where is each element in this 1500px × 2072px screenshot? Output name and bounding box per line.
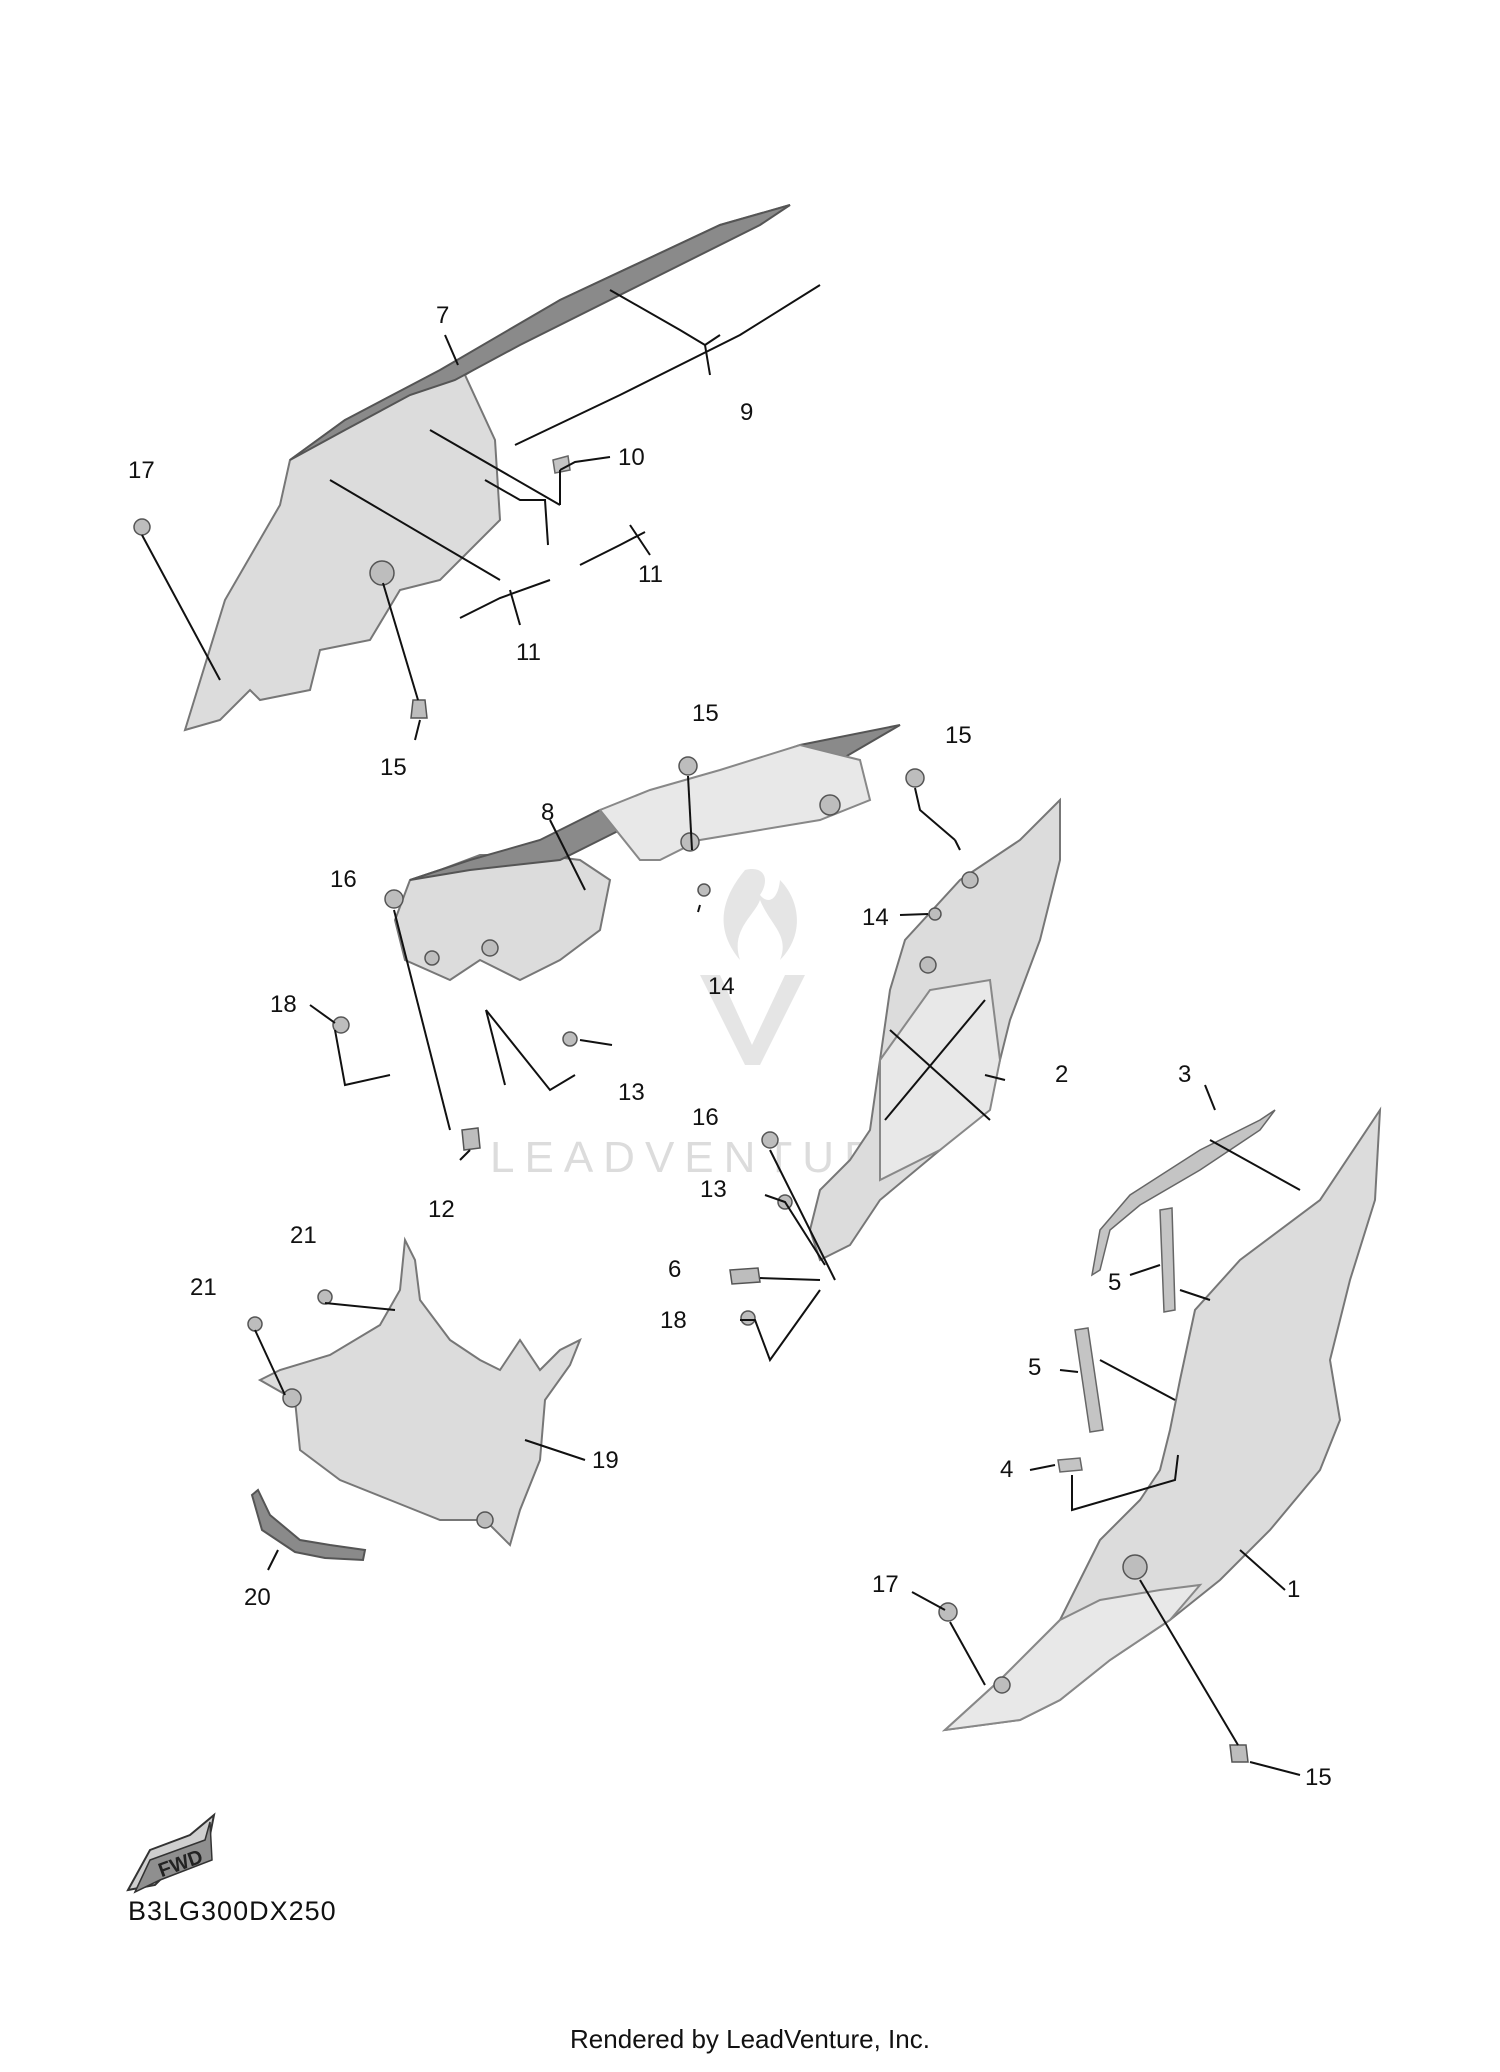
callout-17b: 17 [872,1571,899,1598]
callout-1: 1 [1287,1576,1300,1603]
callout-17a: 17 [128,457,155,484]
fasteners-part-2 [729,768,942,1326]
callout-16b: 16 [692,1104,719,1131]
part-2-inner-side-panel [808,797,1061,1262]
callout-6: 6 [668,1256,681,1283]
callout-5a: 5 [1108,1269,1121,1296]
callout-5b: 5 [1028,1354,1041,1381]
callout-14a: 14 [862,904,889,931]
callout-21b: 21 [190,1274,217,1301]
callout-11a: 11 [638,561,663,588]
part-3-strip [1090,1109,1276,1277]
callout-14b: 14 [708,973,735,1000]
callout-labels: 1 2 3 4 5 5 6 7 8 9 10 11 11 12 13 13 14… [128,302,1332,1791]
part-5-strips [1074,1207,1176,1433]
callout-3: 3 [1178,1061,1191,1088]
part-20-strip [250,1488,367,1562]
fasteners-21 [247,1289,333,1332]
callout-15c: 15 [945,722,972,749]
part-10-clip [552,455,571,474]
callout-8: 8 [541,799,554,826]
callout-11b: 11 [516,639,541,666]
part-9-trim-strip [514,284,821,446]
callout-7: 7 [436,302,449,329]
callout-15a: 15 [380,754,407,781]
callout-21a: 21 [290,1222,317,1249]
flame-icon [723,869,797,960]
callout-12: 12 [428,1196,455,1223]
part-4-clip [1057,1457,1083,1473]
part-1-side-cowl-lower [941,1106,1382,1732]
callout-19: 19 [592,1447,619,1474]
fwd-arrow-icon: FWD [126,1812,216,1894]
callout-15b: 15 [692,700,719,727]
callout-13a: 13 [618,1079,645,1106]
part-19-lower-inner-panel [257,1236,582,1547]
part-8-inner-panel [393,724,901,982]
fasteners-part-8 [332,756,711,1151]
callout-13b: 13 [700,1176,727,1203]
fasteners-part-1 [938,1602,1249,1763]
callout-15d: 15 [1305,1764,1332,1791]
render-credit: Rendered by LeadVenture, Inc. [570,2024,930,2054]
callout-9: 9 [740,399,753,426]
callout-16a: 16 [330,866,357,893]
callout-20: 20 [244,1584,271,1611]
diagram-code: B3LG300DX250 [128,1896,337,1926]
fastener-17-upper [133,518,151,536]
callout-2: 2 [1055,1061,1068,1088]
callout-18a: 18 [270,991,297,1018]
v-logo-icon [700,975,805,1065]
part-11-strips [459,531,646,619]
callout-18b: 18 [660,1307,687,1334]
callout-10: 10 [618,444,645,471]
part-7-side-cowl-upper [183,204,791,732]
callout-4: 4 [1000,1456,1013,1483]
fastener-15-upper [410,699,428,719]
